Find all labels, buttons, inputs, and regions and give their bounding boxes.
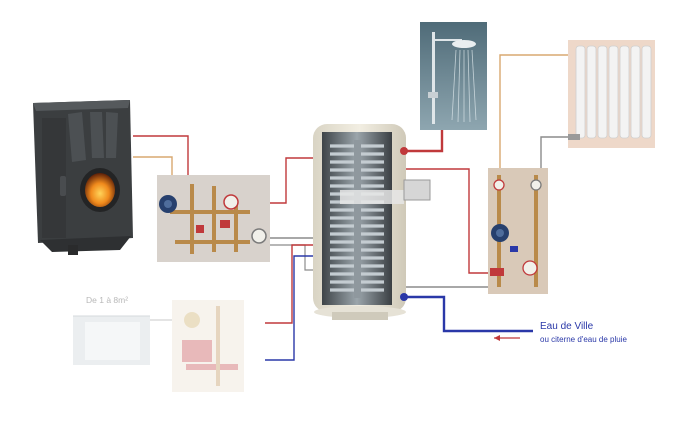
wood-stove-icon [33,100,133,255]
pipe-solar-cold [265,255,313,361]
pipe-stove-return [133,156,173,178]
pipe-manifold-tank-hot [262,157,313,204]
pipe-radiator-return [499,54,568,168]
solar-area-label: De 1 à 8m² [86,295,129,305]
shower-icon [420,22,487,130]
pipe-manifold-tank-return [262,244,313,271]
pipe-city-water [404,295,533,333]
pipe-tank-radiator-hot [404,168,489,274]
pump-manifold-icon [157,175,270,262]
water-inlet-title: Eau de Ville [540,321,594,332]
hot-water-tank-icon [313,124,431,320]
radiator-icon [568,40,655,148]
flow-arrow-icon [494,335,520,341]
water-inlet-subtitle: ou citerne d'eau de pluie [540,335,627,344]
pipe-stove-hot [133,135,189,176]
pipe-radiator-neutral [540,136,568,168]
solar-panel-icon [73,315,150,365]
circulator-pump-icon [488,168,548,294]
solar-pump-station-icon [172,300,244,392]
pipe-tank-shower [404,130,444,153]
pipe-solar-hot [265,244,313,324]
